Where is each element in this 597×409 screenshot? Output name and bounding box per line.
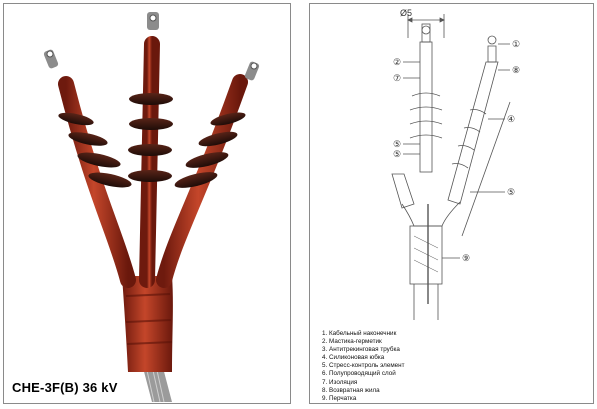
svg-text:⑤: ⑤: [393, 139, 401, 149]
legend-item: 1. Кабельный наконечник: [322, 330, 397, 337]
dimension-label: Ø5: [400, 8, 412, 18]
legend-item: 3. Антитрекинговая трубка: [322, 346, 400, 354]
glove-body: [409, 225, 443, 285]
middle-skirts: [128, 93, 173, 182]
termination-drawing: Ø5 ② ⑦ ⑤ ⑤ ① ⑧ ④ ⑤ ⑨: [391, 8, 520, 320]
middle-phase: [419, 41, 433, 173]
svg-text:④: ④: [507, 114, 515, 124]
breakout-glove: [122, 276, 173, 372]
svg-text:②: ②: [393, 57, 401, 67]
svg-text:⑤: ⑤: [393, 149, 401, 159]
cable-jacket: [413, 284, 439, 320]
svg-text:⑤: ⑤: [507, 187, 515, 197]
right-skirts: [174, 112, 246, 188]
legend-item: 5. Стресс-контроль элемент: [322, 362, 405, 370]
legend-item: 4. Силиконовая юбка: [322, 354, 385, 362]
svg-text:⑦: ⑦: [393, 73, 401, 83]
callout-labels: Ø5 ② ⑦ ⑤ ⑤ ① ⑧ ④ ⑤ ⑨: [393, 8, 520, 263]
parts-legend: 1. Кабельный наконечник 2. Мастика-герме…: [322, 330, 405, 403]
svg-text:①: ①: [512, 39, 520, 49]
left-phase: [391, 173, 415, 209]
left-skirts: [58, 112, 132, 188]
svg-text:⑨: ⑨: [462, 253, 470, 263]
legend-item: 6. Полупроводящий слой: [322, 370, 396, 378]
cable-strands: [142, 364, 172, 402]
termination-photo: [43, 12, 260, 403]
right-phase: [447, 61, 499, 205]
legend-item: 2. Мастика-герметик: [322, 338, 382, 346]
legend-item: 9. Перчатка: [322, 394, 357, 402]
legend-item: 7. Изоляция: [322, 378, 358, 386]
right-lug-eye: [487, 35, 497, 45]
middle-phase-tube: [139, 36, 160, 288]
middle-lug-eye: [421, 25, 431, 35]
photo-panel: CHE-3F(B) 36 kV: [3, 3, 291, 404]
svg-text:⑧: ⑧: [512, 65, 520, 75]
breakout: [401, 201, 461, 227]
length-dimension: [461, 101, 511, 237]
drawing-panel: Ø5 ② ⑦ ⑤ ⑤ ① ⑧ ④ ⑤ ⑨ 1. Кабельный наконе…: [309, 3, 594, 404]
product-caption: CHE-3F(B) 36 kV: [12, 380, 118, 395]
legend-item: 8. Возвратная жила: [322, 386, 380, 394]
